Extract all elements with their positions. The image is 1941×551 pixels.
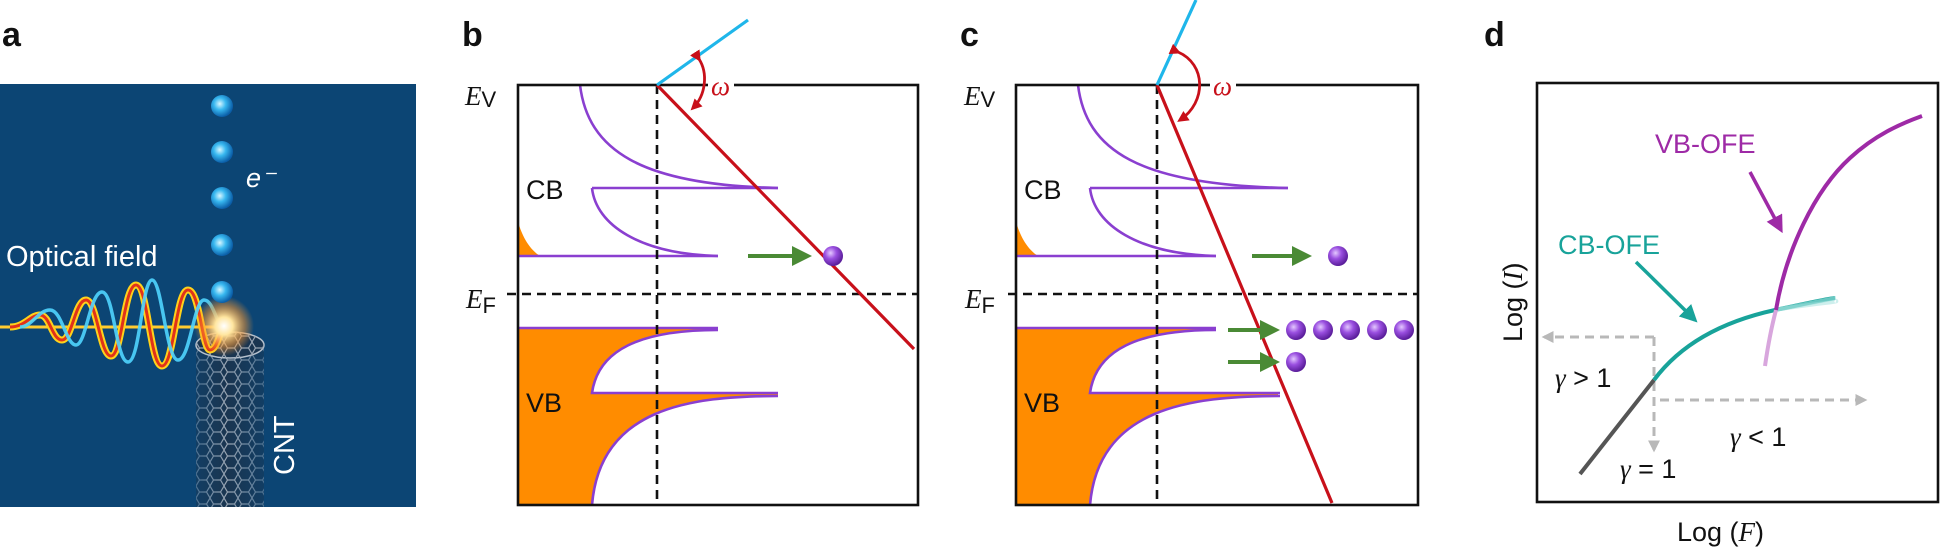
cb-ofe-pointer — [1634, 260, 1698, 323]
vb-label: VB — [1024, 388, 1060, 418]
optical-pulse — [0, 278, 254, 370]
vb-label: VB — [526, 388, 562, 418]
cb-ofe-curve — [1652, 296, 1836, 382]
panel-a: a Optical field e⁻ CNT — [0, 16, 416, 507]
dos-curves — [1016, 84, 1289, 506]
tunneling-electron — [1340, 320, 1360, 340]
tunneling-electron — [1394, 320, 1414, 340]
cb-label: CB — [526, 175, 564, 205]
vb-ofe-pointer — [1748, 171, 1783, 234]
gamma-symbol: γ — [1555, 363, 1567, 393]
panel-letter-b: b — [462, 16, 483, 54]
electron — [211, 234, 233, 256]
ef-label-main: E — [964, 284, 982, 314]
tunneling-electron — [1313, 320, 1333, 340]
omega-label: ω — [1213, 71, 1232, 101]
vb-electron-row — [1286, 320, 1414, 340]
svg-text:γ = 1: γ = 1 — [1620, 454, 1676, 484]
cb-occupied-tail — [518, 222, 540, 256]
y-axis-label: Log (I) — [1498, 262, 1528, 342]
electron — [211, 95, 233, 117]
vb-ofe-curve — [1774, 114, 1923, 311]
cb-occupied-tail — [1016, 222, 1038, 256]
vb-ofe-label: VB-OFE — [1655, 129, 1756, 159]
svg-text:EV: EV — [464, 81, 497, 112]
omega-angle-arrow — [1168, 43, 1201, 122]
panel-letter-c: c — [960, 16, 979, 54]
svg-text:EF: EF — [465, 284, 496, 318]
tunneling-electron — [1328, 246, 1348, 266]
field-potential-line — [1155, 84, 1334, 504]
panel-d: d VB-OFE CB-OFE γ > 1 γ = 1 γ < 1 Log (F… — [1484, 16, 1940, 547]
cb-ofe-label: CB-OFE — [1558, 230, 1660, 260]
panel-c: c ω — [960, 0, 1420, 507]
emitted-electrons — [211, 95, 233, 303]
svg-text:γ < 1: γ < 1 — [1730, 422, 1786, 452]
ef-label-sub: F — [483, 293, 496, 318]
gamma-guides — [1541, 331, 1868, 453]
vb-ofe-faded — [1763, 309, 1778, 367]
electron — [211, 141, 233, 163]
x-axis-label: Log (F) — [1677, 517, 1764, 547]
cnt-label: CNT — [269, 415, 301, 475]
panel-d-frame — [1535, 81, 1940, 504]
cnt-tube — [195, 331, 265, 507]
tunneling-electron — [1286, 352, 1306, 372]
electron — [211, 187, 233, 209]
gamma-1-segment — [1578, 378, 1656, 476]
svg-text:γ > 1: γ > 1 — [1555, 363, 1611, 393]
gamma-eq-1: = 1 — [1631, 454, 1677, 484]
panel-letter-d: d — [1484, 16, 1505, 54]
panel-letter-a: a — [2, 16, 22, 54]
electron-label: e⁻ — [246, 163, 277, 193]
cb-label: CB — [1024, 175, 1062, 205]
ev-label-sub: V — [482, 87, 497, 112]
ev-label-main: E — [963, 81, 981, 111]
ef-label-sub: F — [982, 293, 995, 318]
optical-field-label: Optical field — [6, 241, 158, 273]
ev-label-main: E — [464, 81, 482, 111]
incident-field-line — [1155, 0, 1198, 86]
cb-ofe-faded — [1774, 296, 1837, 312]
electron — [211, 281, 233, 303]
field-potential-line — [655, 83, 916, 351]
omega-angle-arrow — [690, 49, 706, 111]
svg-text:EF: EF — [964, 284, 995, 318]
gamma-symbol: γ — [1620, 454, 1632, 484]
ev-label-sub: V — [981, 87, 996, 112]
gamma-gt-1: > 1 — [1566, 363, 1612, 393]
ef-label-main: E — [465, 284, 483, 314]
tunneling-electron — [1367, 320, 1387, 340]
tunneling-electron — [1286, 320, 1306, 340]
incident-field-line — [656, 18, 749, 87]
omega-label: ω — [711, 71, 730, 101]
dos-curves — [518, 84, 779, 506]
gamma-lt-1: < 1 — [1741, 422, 1787, 452]
tunneling-electron — [823, 246, 843, 266]
panel-b: b ω EV EF — [462, 16, 920, 507]
gamma-symbol: γ — [1730, 422, 1742, 452]
svg-text:EV: EV — [963, 81, 996, 112]
